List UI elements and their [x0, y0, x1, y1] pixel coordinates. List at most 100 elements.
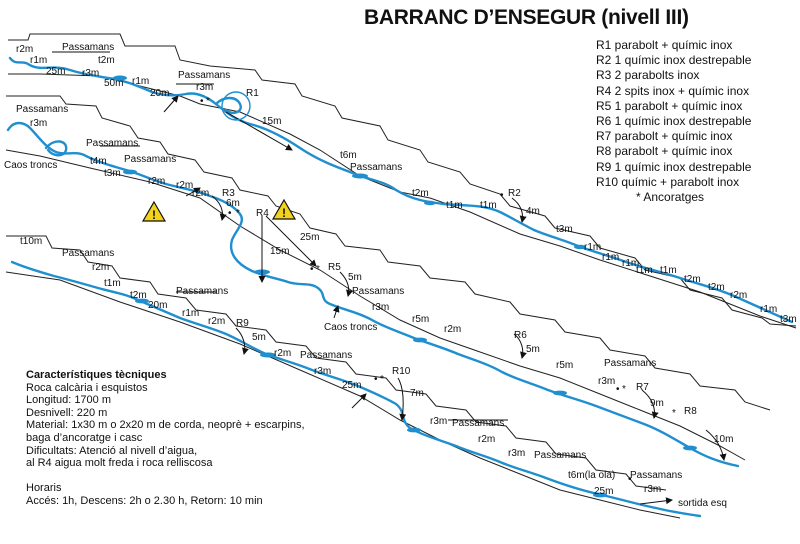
topo-label: t3m: [780, 314, 797, 325]
svg-text:!: !: [282, 206, 286, 220]
topo-label: r5m: [556, 360, 573, 371]
topo-label: r2m: [176, 180, 193, 191]
topo-label: t10m: [20, 236, 42, 247]
schedule-line: Accés: 1h, Descens: 2h o 2.30 h, Retorn:…: [26, 494, 263, 507]
rappel-path-r7: [641, 389, 659, 419]
anchor-icon: •: [500, 190, 504, 201]
wall-band2-bottom: [5, 149, 746, 461]
topo-label: 25m: [46, 66, 65, 77]
anchor-icon: •: [374, 374, 378, 385]
anchor-icon: *: [672, 408, 676, 419]
topo-label: R3: [222, 188, 235, 199]
topo-label: Passamans: [176, 286, 228, 297]
topo-label: 5m: [348, 272, 362, 283]
topo-label: 10m: [714, 434, 733, 445]
specs-heading: Característiques tècniques: [26, 369, 167, 381]
rappel-path-r3: [211, 195, 227, 221]
pool: [113, 75, 127, 81]
topo-label: r2m: [274, 348, 291, 359]
legend-item: R2 1 químic inox destrepable: [596, 53, 752, 68]
pools: [113, 75, 697, 498]
topo-label: Passamans: [178, 70, 230, 81]
topo-label: R9: [236, 318, 249, 329]
technical-specs: Característiques tècniques Roca calcària…: [26, 369, 305, 508]
anchor-icon: *: [236, 208, 240, 219]
anchor-label: Ancoratges: [643, 190, 705, 205]
labels-band2: Passamans r3m Passamans Caos troncs t4m …: [4, 104, 733, 445]
topo-label: r2m: [192, 188, 209, 199]
rappel-path-r8: [705, 429, 727, 461]
topo-label: Passamans: [16, 104, 68, 115]
topo-label: r3m: [508, 448, 525, 459]
anchor-icon: *: [380, 374, 384, 385]
rappel-path-r10: [397, 377, 407, 421]
pool: [574, 244, 586, 250]
approach-arrow-2: [185, 187, 201, 197]
rappel-path-r4b: [265, 215, 317, 267]
approach-arrow-4: [351, 393, 367, 409]
topo-label: Passamans: [86, 138, 138, 149]
stream-band1: [8, 56, 794, 324]
legend-item: R8 parabolt + químic inox: [596, 144, 733, 159]
topo-label: t1m: [480, 200, 497, 211]
topo-label: 4m: [526, 206, 540, 217]
topo-label: 25m: [342, 380, 361, 391]
anchor-icon: •: [200, 96, 204, 107]
topo-label: r1m: [584, 242, 601, 253]
topo-label: 6m: [226, 198, 240, 209]
wall-band3-top: [6, 235, 667, 491]
rappel-path-r1: [225, 111, 293, 151]
topo-label: 5m: [252, 332, 266, 343]
topo-label: t2m: [98, 55, 115, 66]
topo-label: R10: [392, 366, 411, 377]
topo-label: Passamans: [62, 42, 114, 53]
topo-label: r3m: [30, 118, 47, 129]
pool: [593, 492, 607, 498]
anchor-icon: •: [228, 208, 232, 219]
anchor-icon: *: [206, 96, 210, 107]
stream-band2: [6, 121, 740, 468]
topo-label: r1m: [30, 55, 47, 66]
topo-label: 15m: [262, 116, 281, 127]
topo-label: 20m: [150, 88, 169, 99]
anchor-symbol-icon: *: [636, 190, 641, 205]
pool: [683, 445, 697, 451]
stream-band1-meander: [214, 96, 242, 115]
topo-label: r3m: [598, 376, 615, 387]
topo-label: Passamans: [350, 162, 402, 173]
topo-label: t3m: [556, 224, 573, 235]
topo-label: t1m: [104, 278, 121, 289]
pool: [424, 200, 436, 206]
topo-label: 25m: [594, 486, 613, 497]
topo-label: Passamans: [604, 358, 656, 369]
rappel-path-r2: [511, 197, 527, 223]
topo-label: 15m: [270, 246, 289, 257]
anchor-icon: •: [616, 384, 620, 395]
topo-label: 20m: [148, 300, 167, 311]
anchor-icon: *: [316, 264, 320, 275]
topo-label: Passamans: [630, 470, 682, 481]
topo-label: R5: [328, 262, 341, 273]
pool: [553, 390, 567, 396]
rappel-path-r6: [513, 333, 527, 359]
warnings: ! !: [141, 198, 297, 222]
topo-label: r3m: [196, 82, 213, 93]
spec-line: Desnivell: 220 m: [26, 406, 108, 419]
anchor-icon: •: [310, 264, 314, 275]
svg-text:!: !: [152, 208, 156, 222]
topo-label: r3m: [372, 302, 389, 313]
anchor-legend: R1 parabolt + químic inox R2 1 químic in…: [596, 38, 751, 205]
topo-label: Passamans: [452, 418, 504, 429]
topo-label: t2m: [684, 274, 701, 285]
topo-label: Passamans: [534, 450, 586, 461]
topo-label: 50m: [104, 78, 123, 89]
topo-label: r2m: [478, 434, 495, 445]
rappel-path-r5: [339, 271, 353, 297]
approach-arrow-1: [163, 95, 179, 113]
warning-icon: !: [141, 200, 167, 222]
topo-label: Passamans: [352, 286, 404, 297]
topo-label: r3m: [430, 416, 447, 427]
wall-band2-top: [6, 95, 771, 411]
page-title: BARRANC D’ENSEGUR (nivell III): [364, 6, 689, 29]
